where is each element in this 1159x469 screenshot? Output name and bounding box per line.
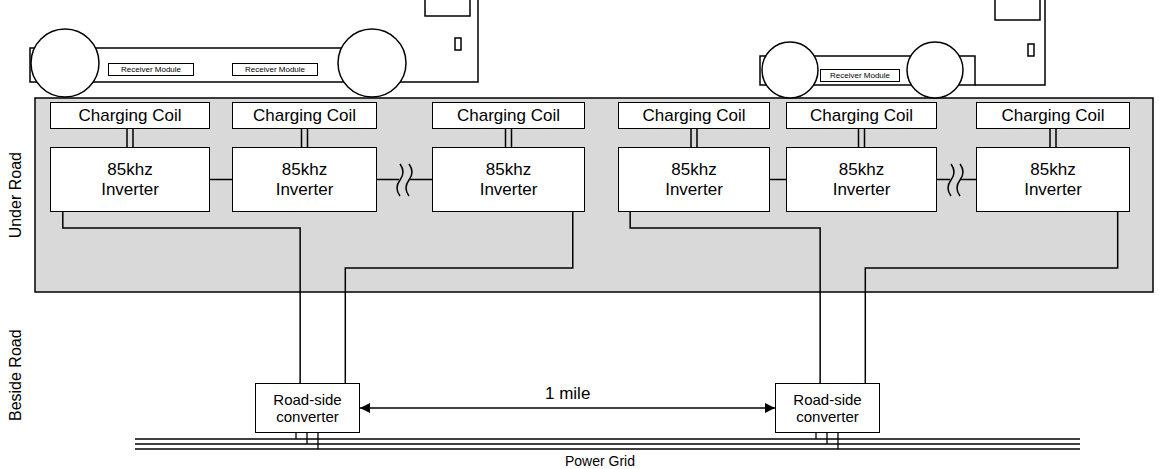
inverter-box: 85khz Inverter [976,147,1130,212]
inverter-box: 85khz Inverter [786,147,937,212]
node-text: Road-side converter [263,391,353,426]
node-text: 85khz Inverter [822,160,902,199]
wire [630,212,820,383]
inverter-box: 85khz Inverter [618,147,770,212]
wire [770,179,786,181]
wire [302,129,308,147]
distance-arrow [360,407,775,409]
receiver-module: Receiver Module [108,63,194,76]
power-grid-lines [135,439,1080,449]
grid-label: Power Grid [565,453,635,469]
node-text: Receiver Module [121,65,181,74]
wire [210,179,232,181]
node-text: Charging Coil [1002,106,1105,126]
node-text: Receiver Module [830,71,890,80]
under-road-band [35,98,1153,292]
node-text: Charging Coil [643,106,746,126]
grid-feed-wires [296,433,838,449]
node-text: Receiver Module [245,65,305,74]
inverter-box: 85khz Inverter [50,147,210,212]
converter-box: Road-side converter [255,383,360,433]
region-label: Under Road [7,152,25,238]
wire [506,129,512,147]
node-text: 85khz Inverter [1013,160,1093,199]
wire [691,129,697,147]
node-text: 85khz Inverter [654,160,734,199]
node-text: 85khz Inverter [469,160,549,199]
receiver-module: Receiver Module [232,63,318,76]
wire [859,129,865,147]
inverter-box: 85khz Inverter [232,147,377,212]
wire [1050,129,1056,147]
node-text: 85khz Inverter [90,160,170,199]
converter-box: Road-side converter [775,383,880,433]
charging-coil-box: Charging Coil [976,102,1130,129]
charging-coil-box: Charging Coil [50,102,210,129]
wire [127,129,133,147]
receiver-module: Receiver Module [820,69,900,82]
charging-coil-box: Charging Coil [432,102,585,129]
truck-right [760,0,1045,98]
charging-coil-box: Charging Coil [618,102,770,129]
charging-coil-box: Charging Coil [786,102,937,129]
wire [63,212,300,383]
inverter-box: 85khz Inverter [432,147,585,212]
node-text: 85khz Inverter [265,160,345,199]
charging-coil-box: Charging Coil [232,102,377,129]
truck-left [30,0,478,97]
node-text: Charging Coil [810,106,913,126]
node-text: Charging Coil [79,106,182,126]
wire [865,212,1117,383]
node-text: Charging Coil [253,106,356,126]
node-text: Road-side converter [783,391,873,426]
distance-label: 1 mile [542,384,593,404]
region-label: Beside Road [7,329,25,421]
wire [345,212,572,383]
node-text: Charging Coil [457,106,560,126]
